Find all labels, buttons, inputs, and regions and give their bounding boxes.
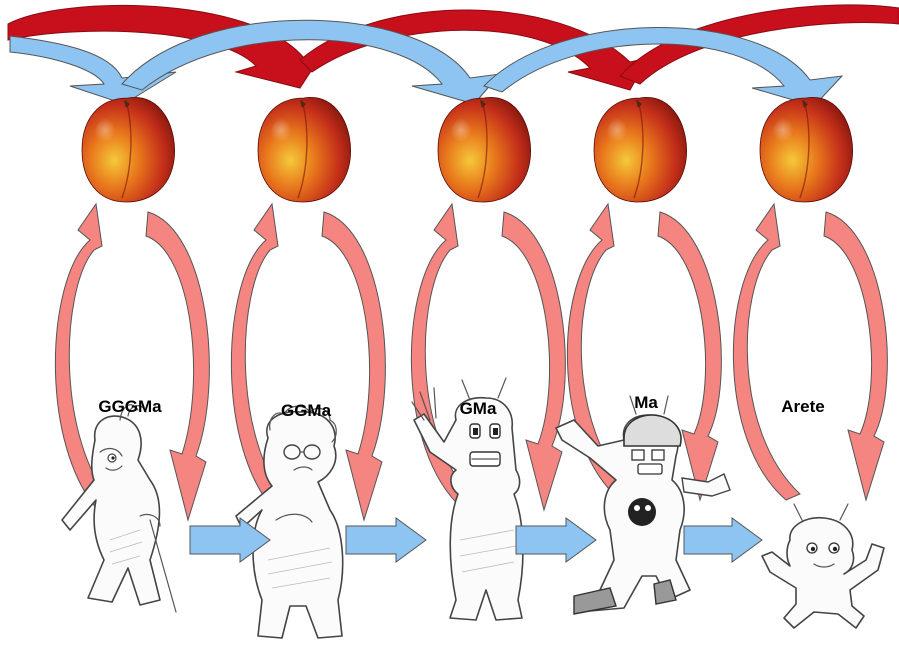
blue-arrow-icon <box>346 518 426 562</box>
peach-icon <box>760 97 853 202</box>
peach-icon <box>82 97 175 202</box>
peach-icon <box>438 97 531 202</box>
figure-arete <box>762 504 884 628</box>
label-gma: GMa <box>460 399 497 418</box>
peach-row <box>82 97 853 202</box>
peach-icon <box>594 97 687 202</box>
generation-arcs <box>8 5 899 106</box>
label-ma: Ma <box>634 393 658 412</box>
label-gggma: GGGMa <box>98 397 162 416</box>
pink-loop-arrow-icon <box>322 212 385 520</box>
label-ggma: GGMa <box>281 401 332 420</box>
label-arete: Arete <box>781 397 824 416</box>
pink-loop-arrow-icon <box>824 212 887 500</box>
pink-loop-arrow-icon <box>146 212 209 520</box>
pink-loop-arrow-icon <box>733 204 800 500</box>
blue-arrow-icon <box>684 518 762 562</box>
blue-arrow-icon <box>516 518 596 562</box>
peach-icon <box>258 97 351 202</box>
